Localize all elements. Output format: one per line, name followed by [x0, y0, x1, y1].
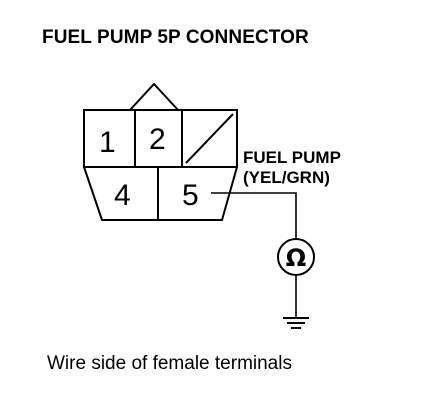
ohmmeter-icon: Ω: [277, 238, 315, 276]
ohm-symbol: Ω: [286, 244, 306, 272]
blank-cavity-slash: [185, 113, 234, 164]
connector-body: [82, 82, 239, 221]
diagram-caption: Wire side of female terminals: [47, 353, 292, 374]
pin-5-label: 5: [182, 179, 199, 212]
ground-icon: [283, 317, 309, 329]
pin-2-label: 2: [149, 123, 166, 156]
connector-lock-tab: [129, 82, 179, 111]
test-wire: [211, 192, 297, 318]
pin-1-label: 1: [99, 126, 116, 159]
diagram-title: FUEL PUMP 5P CONNECTOR: [42, 27, 309, 48]
wire-label-line2: (YEL/GRN): [243, 168, 330, 187]
connector-bottom-row: [82, 166, 239, 221]
wire-label-line1: FUEL PUMP: [243, 148, 341, 167]
pin-4-label: 4: [114, 179, 131, 212]
